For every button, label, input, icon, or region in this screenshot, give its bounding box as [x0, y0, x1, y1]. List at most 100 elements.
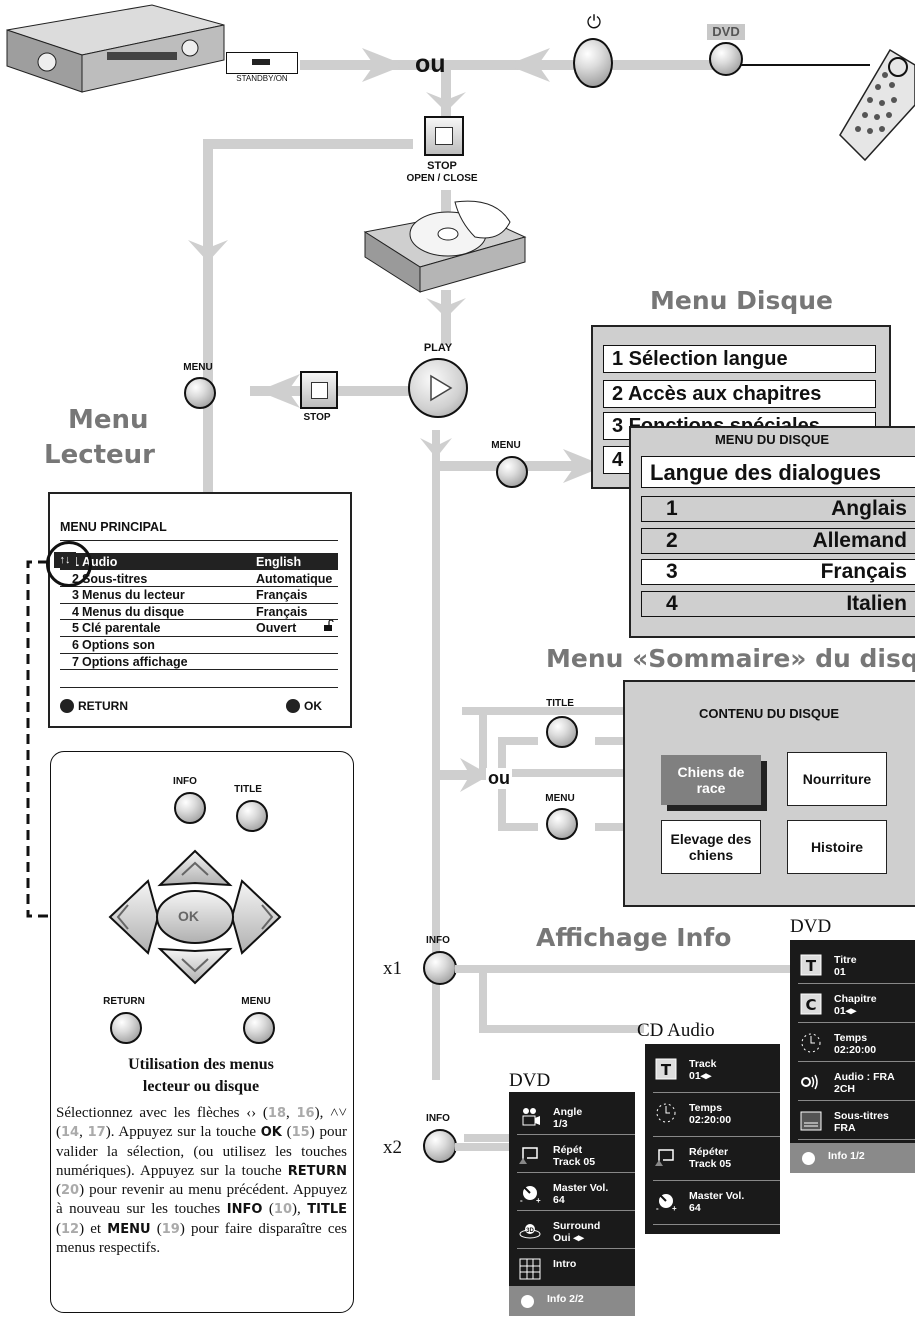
play-button[interactable]: [408, 358, 468, 418]
flow-line-left-vertical: [203, 139, 213, 494]
card-chiens-de-race[interactable]: Chiens de race: [661, 755, 761, 805]
flow-line-top-center: [441, 68, 451, 120]
info-footer-label: Info 2/2: [547, 1293, 584, 1305]
info-item-value: 02:20:00: [834, 1044, 877, 1056]
menu-lecteur-heading-1: Menu: [68, 405, 149, 435]
info-item-value: 01: [834, 966, 846, 978]
standby-button-box[interactable]: [226, 52, 298, 74]
info-item-value: 64: [689, 1202, 701, 1214]
main-menu-row-divider: [60, 635, 338, 637]
ok-label: OK: [178, 908, 199, 924]
info2-button[interactable]: [423, 1129, 457, 1163]
return-hint-label: RETURN: [78, 699, 128, 713]
menu-left-button[interactable]: [184, 377, 216, 409]
remote-menu-button[interactable]: [243, 1012, 275, 1044]
menu-mid-button[interactable]: [496, 456, 528, 488]
audio-icon: [800, 1071, 820, 1091]
info-item-label: Intro: [553, 1258, 577, 1270]
instruction-key-number: 15: [291, 1125, 310, 1141]
flow-line-info1-cd-v: [479, 707, 487, 777]
title-mid-button[interactable]: [546, 716, 578, 748]
dvd2-panel-label: DVD: [509, 1070, 551, 1091]
card-nourriture[interactable]: Nourriture: [787, 752, 887, 806]
flow-line-to-ou-mid: [436, 770, 496, 780]
info-item-value: Oui ◂▸: [553, 1232, 584, 1244]
instruction-text: Sélectionnez avec les flèches ‹› (: [56, 1105, 268, 1121]
main-menu-row-divider: [60, 602, 338, 604]
nav-up-button: [157, 849, 233, 887]
intro-grid-icon: [519, 1258, 541, 1280]
instruction-key-number: 19: [161, 1221, 180, 1237]
svg-text:+: +: [536, 1196, 541, 1204]
instruction-key-number: 20: [61, 1183, 80, 1199]
stop-button[interactable]: [300, 371, 338, 409]
instruction-text: ),: [292, 1201, 308, 1218]
ok-hint[interactable]: OK: [286, 699, 322, 713]
main-menu-row-number: 6: [72, 638, 79, 652]
ok-check-icon: [286, 699, 300, 713]
main-menu-row-divider: [60, 669, 338, 671]
flow-line-main-trunk: [432, 430, 440, 1080]
menu-du-disque-title: MENU DU DISQUE: [714, 432, 830, 447]
menu-mid2-button[interactable]: [546, 808, 578, 840]
language-option-number: 4: [666, 591, 678, 615]
info-item-label: Répét: [553, 1144, 583, 1156]
return-hint[interactable]: RETURN: [60, 699, 128, 713]
info1-button[interactable]: [423, 951, 457, 985]
svg-text:-: -: [656, 1204, 659, 1212]
affichage-info-heading: Affichage Info: [536, 923, 732, 952]
main-menu-row-value: Français: [256, 588, 308, 603]
flow-line-info2-panel: [455, 1143, 510, 1151]
dvd-player-illustration: [6, 4, 225, 93]
card-histoire[interactable]: Histoire: [787, 820, 887, 874]
stop-open-close-button[interactable]: [424, 116, 464, 156]
main-menu-row-label: Clé parentale: [82, 621, 161, 636]
menu-disque-row-1[interactable]: 1 Sélection langue: [603, 345, 876, 373]
instruction-text: ,: [286, 1105, 297, 1121]
arrow-right-ou-mid: [460, 758, 490, 792]
main-menu-row-value: Ouvert: [256, 621, 297, 636]
info-item-label: Temps: [834, 1032, 868, 1044]
repeat-icon: [655, 1146, 675, 1166]
nav-down-button: [157, 947, 233, 985]
remote-return-button[interactable]: [110, 1012, 142, 1044]
instruction-text: ) pour valider la sélection, (ou utilise…: [56, 1124, 347, 1179]
up-down-arrows-icon: ↑↓: [54, 552, 76, 568]
info-footer-dot-icon: [802, 1152, 815, 1165]
sommaire-title: CONTENU DU DISQUE: [698, 706, 840, 721]
flow-line-info2-h: [464, 1134, 509, 1142]
play-triangle-icon: [430, 374, 453, 402]
flow-line-info1-cd-horizontal: [479, 1025, 644, 1033]
card-elevage-des-chiens[interactable]: Elevage des chiens: [661, 820, 761, 874]
dvd-source-button[interactable]: [709, 42, 743, 76]
info-item-label: Chapitre: [834, 993, 877, 1005]
menu-disque-row-2[interactable]: 2 Accès aux chapitres: [603, 380, 876, 408]
power-button[interactable]: [573, 38, 613, 88]
remote-info-button[interactable]: [174, 792, 206, 824]
info-item-value: 01◂▸: [834, 1005, 857, 1017]
instruction-text: ). Appuyez sur la touche: [105, 1124, 261, 1141]
info-item-value: 02:20:00: [689, 1114, 732, 1126]
title-mid-label: TITLE: [546, 698, 574, 709]
volume-icon: -+: [655, 1190, 677, 1213]
clock-icon: [800, 1032, 821, 1053]
menu-mid-label: MENU: [491, 440, 521, 451]
remote-title-button[interactable]: [236, 800, 268, 832]
instruction-text: ) et: [79, 1220, 108, 1237]
standby-button-slot: [252, 59, 270, 65]
